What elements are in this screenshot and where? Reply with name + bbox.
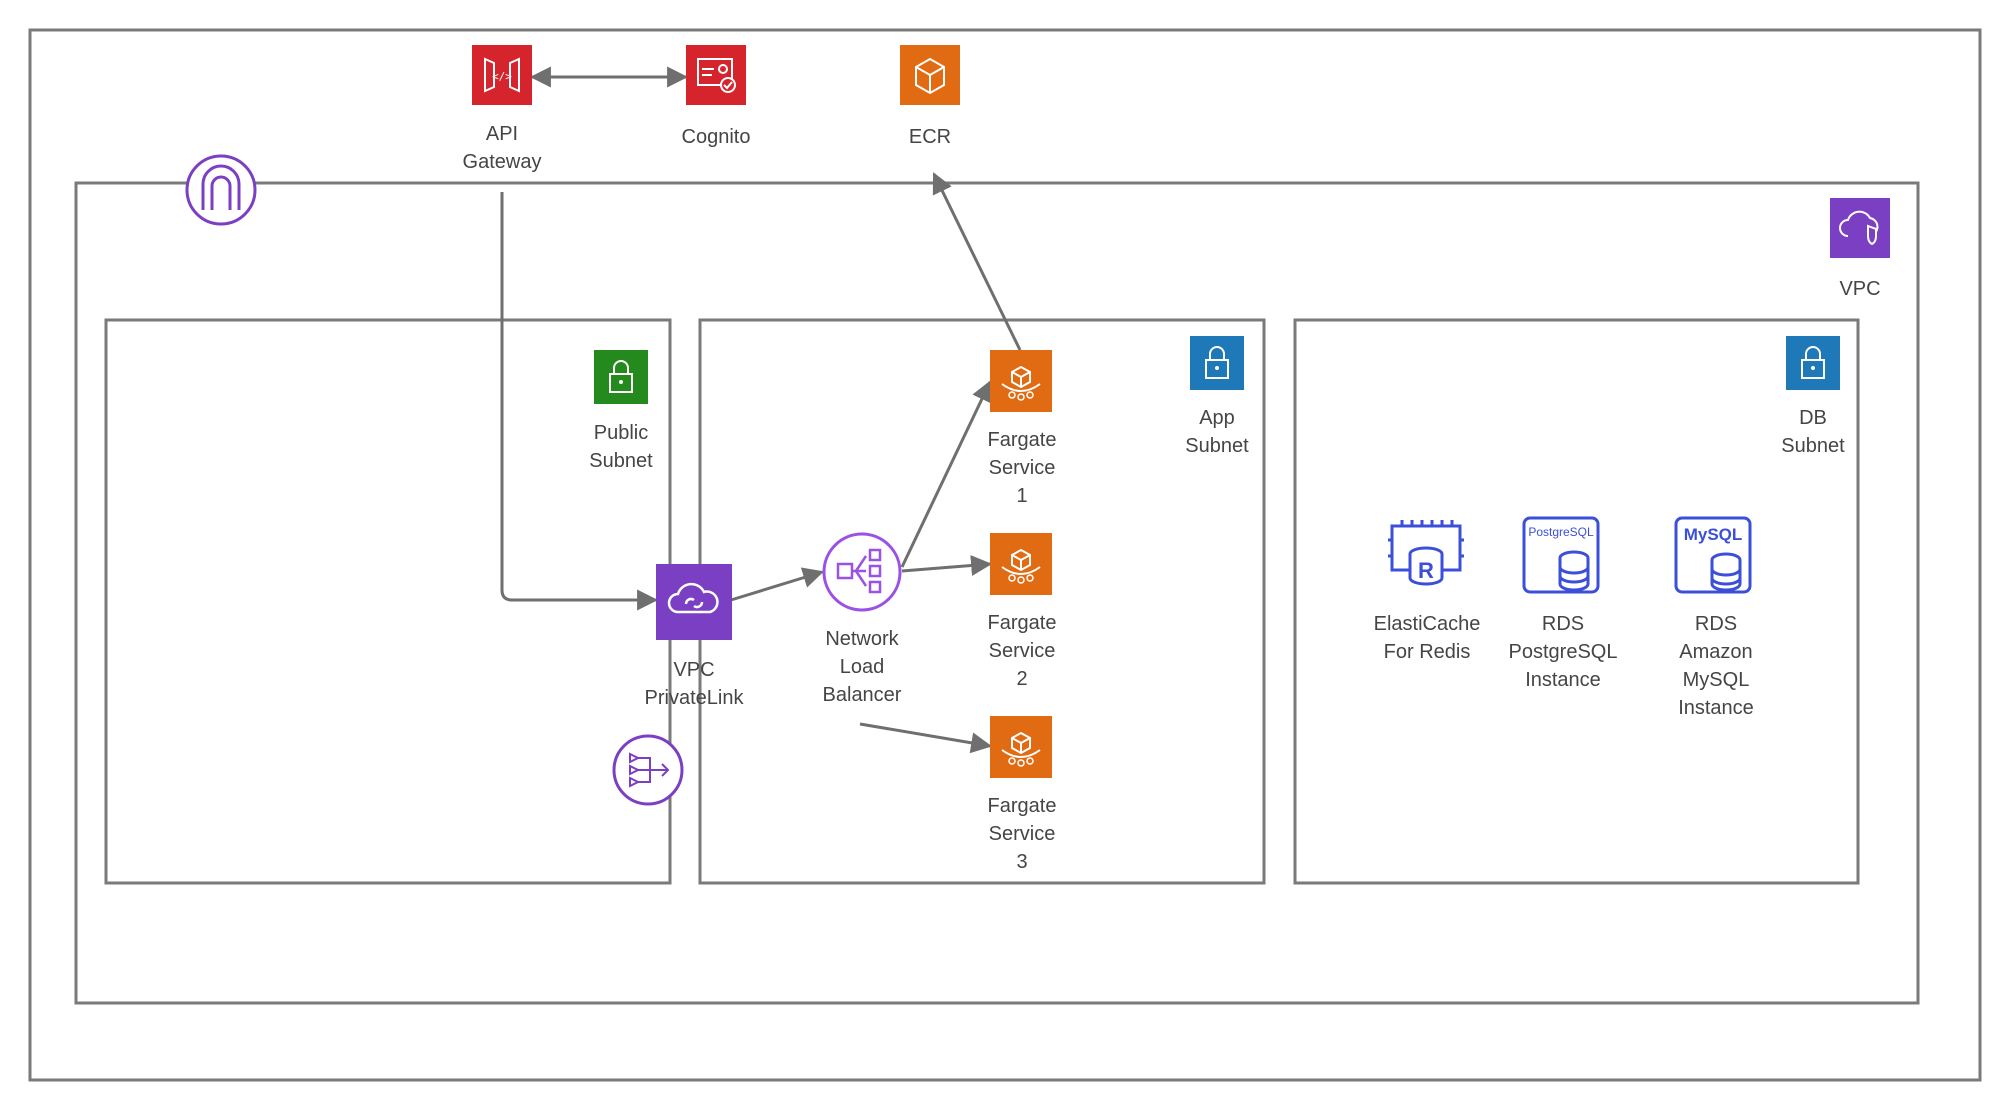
network-load-balancer-icon (822, 532, 902, 612)
rds-mysql-icon: MySQL (1674, 516, 1752, 594)
vpc-privatelink-label: VPC PrivateLink (644, 659, 744, 709)
privatelink-nlb-connector (730, 567, 825, 602)
public-subnet-label: Public Subnet (589, 422, 653, 472)
public-subnet-lock-icon (594, 350, 648, 404)
app-subnet-box (698, 318, 1266, 885)
fargate-service-1-label: Fargate Service 1 (987, 429, 1057, 507)
fargate-service-2-label: Fargate Service 2 (987, 612, 1057, 690)
nlb-fargate3-connector (859, 722, 993, 754)
elasticache-redis-icon: R (1388, 520, 1464, 586)
elasticache-label: ElastiCache For Redis (1373, 613, 1481, 663)
rds-postgresql-label: RDS PostgreSQL Instance (1508, 613, 1618, 691)
ecr-icon (900, 45, 960, 105)
internet-gateway-icon (185, 154, 257, 226)
ecr-label: ECR (908, 126, 952, 148)
app-subnet-label: App Subnet (1185, 407, 1249, 457)
rds-mysql-label: RDS Amazon MySQL Instance (1678, 613, 1754, 719)
fargate1-ecr-connector (932, 172, 1022, 351)
mysql-badge-text: MySQL (1684, 525, 1743, 544)
svg-text:</>: </> (492, 70, 512, 83)
fargate-service-2-icon (990, 533, 1052, 595)
app-subnet-lock-icon (1190, 336, 1244, 390)
rds-postgresql-icon: PostgreSQL (1522, 516, 1600, 594)
svg-text:R: R (1418, 558, 1434, 583)
db-subnet-label: DB Subnet (1781, 407, 1845, 457)
db-subnet-box (1293, 318, 1860, 885)
outer-frame (28, 28, 1982, 1082)
fargate-service-1-icon (990, 350, 1052, 412)
nlb-fargate2-connector (901, 555, 993, 576)
db-subnet-lock-icon (1786, 336, 1840, 390)
api-privatelink-connector (500, 192, 659, 611)
nlb-fargate1-connector (900, 380, 992, 568)
vpc-label: VPC (1839, 278, 1881, 300)
cognito-label: Cognito (681, 126, 751, 148)
network-load-balancer-label: Network Load Balancer (822, 628, 902, 706)
api-gateway-icon: </> (472, 45, 532, 105)
api-gateway-label: API Gateway (462, 123, 542, 173)
vpc-privatelink-icon (656, 564, 732, 640)
nat-gateway-icon (612, 734, 684, 806)
cognito-icon (686, 45, 746, 105)
vpc-container (74, 181, 1920, 1005)
vpc-icon (1830, 198, 1890, 258)
fargate-service-3-icon (990, 716, 1052, 778)
postgres-badge-text: PostgreSQL (1528, 525, 1594, 539)
fargate-service-3-label: Fargate Service 3 (987, 795, 1057, 873)
